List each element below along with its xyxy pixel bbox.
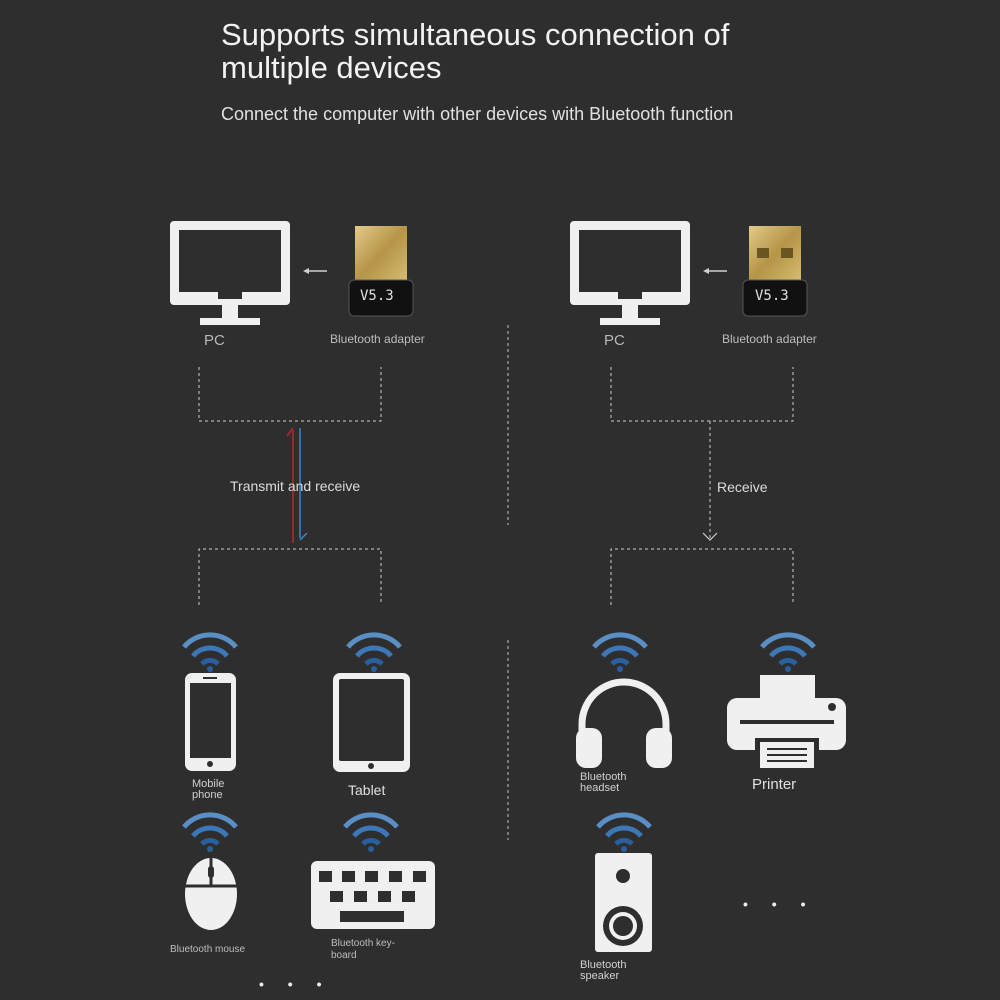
wifi-signal-icon	[345, 815, 397, 852]
wifi-signal-icon	[598, 815, 650, 852]
page-subtitle: Connect the computer with other devices …	[221, 104, 734, 124]
wifi-signal-icon	[594, 635, 646, 672]
more-devices-ellipsis: • • •	[743, 896, 816, 912]
more-devices-ellipsis: • • •	[259, 976, 332, 992]
usb-adapter-icon	[348, 226, 414, 317]
bluetooth-keyboard-label: Bluetooth key- board	[331, 938, 395, 961]
adapter-label: Bluetooth adapter	[330, 332, 425, 346]
transmit-receive-label: Transmit and receive	[230, 478, 361, 494]
page-title: Supports simultaneous connection of mult…	[221, 17, 730, 85]
adapter-version-label: V5.3	[755, 288, 789, 304]
wifi-signal-icon	[184, 815, 236, 852]
tablet-label: Tablet	[348, 782, 386, 798]
receive-label: Receive	[717, 479, 768, 495]
mouse-icon	[185, 858, 237, 930]
pc-label: PC	[204, 332, 225, 349]
adapter-label: Bluetooth adapter	[722, 332, 817, 346]
mobile-phone-label: Mobile phone	[192, 778, 225, 801]
headset-icon	[576, 678, 672, 768]
bluetooth-mouse-label: Bluetooth mouse	[170, 944, 246, 955]
arrow-left-icon	[303, 268, 327, 274]
receive-arrow-icon	[702, 532, 718, 541]
wifi-signal-icon	[348, 635, 400, 672]
connector-bracket	[610, 367, 794, 605]
wifi-signal-icon	[184, 635, 236, 672]
monitor-icon	[170, 221, 290, 325]
monitor-icon	[570, 221, 690, 325]
speaker-icon	[595, 853, 652, 952]
usb-adapter-icon	[742, 226, 808, 317]
pc-label: PC	[604, 332, 625, 349]
phone-icon	[185, 673, 236, 771]
printer-label: Printer	[752, 776, 797, 793]
wifi-signal-icon	[762, 635, 814, 672]
adapter-version-label: V5.3	[360, 288, 394, 304]
tablet-icon	[333, 673, 410, 772]
bluetooth-speaker-label: Bluetooth speaker	[580, 959, 627, 982]
arrow-left-icon	[703, 268, 727, 274]
connector-bracket	[198, 367, 382, 605]
transmit-arrows-icon	[286, 427, 308, 543]
keyboard-icon	[311, 861, 435, 929]
bluetooth-headset-label: Bluetooth headset	[580, 771, 627, 794]
printer-icon	[727, 675, 846, 772]
